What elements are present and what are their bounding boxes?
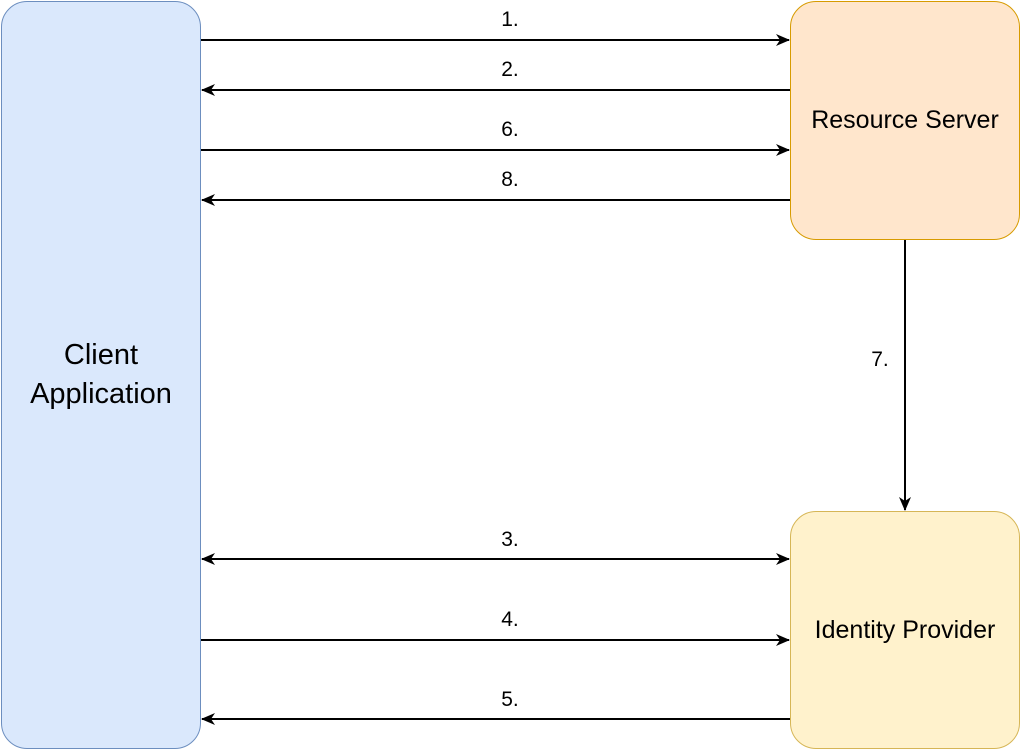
edge-7-label: 7. bbox=[871, 348, 889, 371]
edge-6-label: 6. bbox=[501, 118, 519, 141]
client-application-label-line1: Client bbox=[63, 339, 139, 371]
edge-4-label: 4. bbox=[501, 608, 519, 631]
client-application-label-line2: Application bbox=[30, 378, 172, 410]
edge-5-label: 5. bbox=[501, 688, 519, 711]
edge-8-label: 8. bbox=[501, 168, 519, 191]
identity-provider-label: Identity Provider bbox=[814, 615, 996, 644]
resource-server-node: Resource Server bbox=[790, 1, 1020, 240]
edge-3-label: 3. bbox=[501, 528, 519, 551]
edge-1-label: 1. bbox=[501, 8, 519, 31]
resource-server-label: Resource Server bbox=[811, 106, 999, 134]
identity-provider-node: Identity Provider bbox=[790, 511, 1020, 749]
edge-2-label: 2. bbox=[501, 58, 519, 81]
client-application-node: Client Application bbox=[1, 1, 201, 749]
